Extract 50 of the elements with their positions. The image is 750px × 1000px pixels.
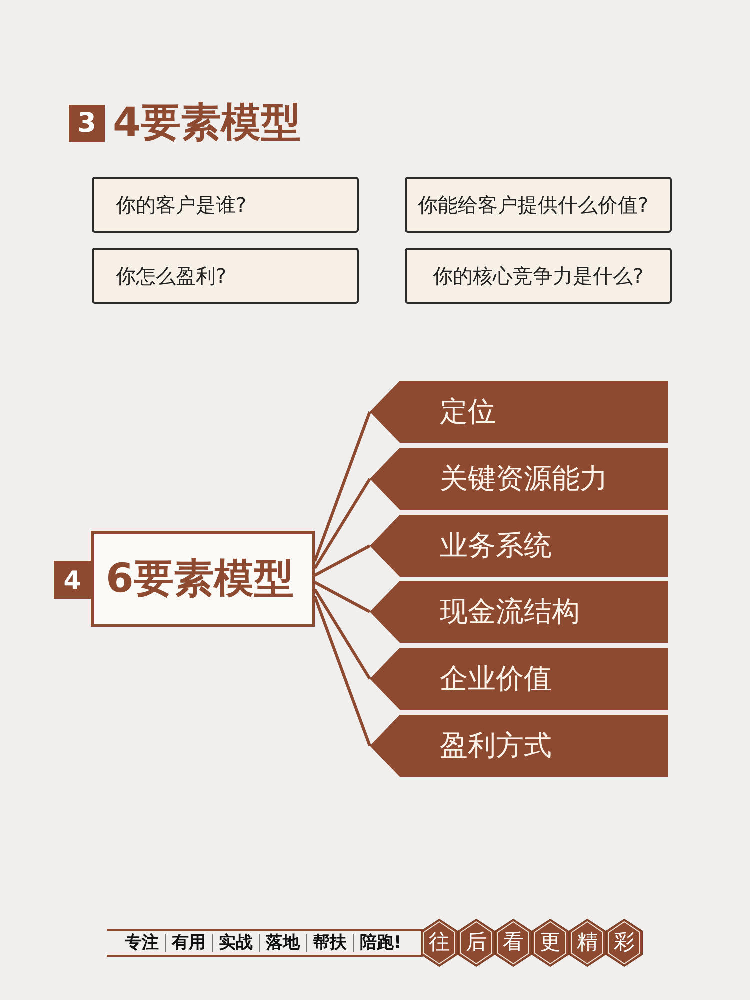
band-label: 现金流结构 (440, 596, 580, 628)
hexagon-tile (606, 919, 643, 967)
slogan-word: 帮扶 (313, 934, 347, 952)
category-band (370, 648, 668, 710)
hexagon-tile (569, 919, 606, 967)
slogan-banner (107, 929, 423, 957)
category-band (370, 381, 668, 443)
hexagon-tile (421, 919, 458, 967)
category-band (370, 448, 668, 510)
hexagon-character: 彩 (614, 931, 635, 955)
hexagon-character: 往 (429, 931, 450, 955)
section-heading: 4要素模型 (113, 99, 301, 147)
question-box (92, 177, 359, 233)
category-band (370, 515, 668, 577)
connector-line (314, 581, 371, 614)
hexagon-character: 后 (466, 931, 487, 955)
band-label: 定位 (440, 396, 496, 428)
band-label: 盈利方式 (440, 730, 552, 762)
hexagon-character: 更 (540, 931, 561, 955)
hexagon-tile (495, 919, 532, 967)
model-title: 6要素模型 (106, 556, 294, 602)
question-box (405, 248, 672, 304)
question-text: 你的客户是谁? (116, 193, 247, 217)
category-band (370, 581, 668, 643)
number-badge: 4 (54, 561, 91, 599)
question-text: 你能给客户提供什么价值? (418, 193, 649, 217)
slogan-word: 有用 (172, 934, 206, 952)
connector-line (314, 588, 372, 680)
connector-line (314, 544, 371, 577)
question-text: 你怎么盈利? (116, 264, 227, 288)
slogan-word: 专注 (125, 934, 159, 952)
connector-line (314, 478, 372, 570)
number-badge: 3 (69, 105, 105, 142)
category-band (370, 715, 668, 777)
question-box (405, 177, 672, 233)
model-box (91, 531, 315, 627)
connector-line (314, 411, 372, 562)
hexagon-character: 看 (503, 931, 524, 955)
hexagon-tile (532, 919, 569, 967)
slogan-word: 实战 (219, 934, 253, 952)
band-label: 关键资源能力 (440, 462, 608, 496)
connector-line (314, 596, 372, 747)
slogan-word: 落地 (266, 934, 300, 952)
slogan-word: 陪跑! (360, 934, 402, 952)
hexagon-tile (458, 919, 495, 967)
hexagon-character: 精 (577, 931, 598, 955)
band-label: 企业价值 (440, 662, 552, 696)
question-box (92, 248, 359, 304)
band-label: 业务系统 (440, 530, 552, 562)
question-text: 你的核心竞争力是什么? (433, 264, 644, 288)
